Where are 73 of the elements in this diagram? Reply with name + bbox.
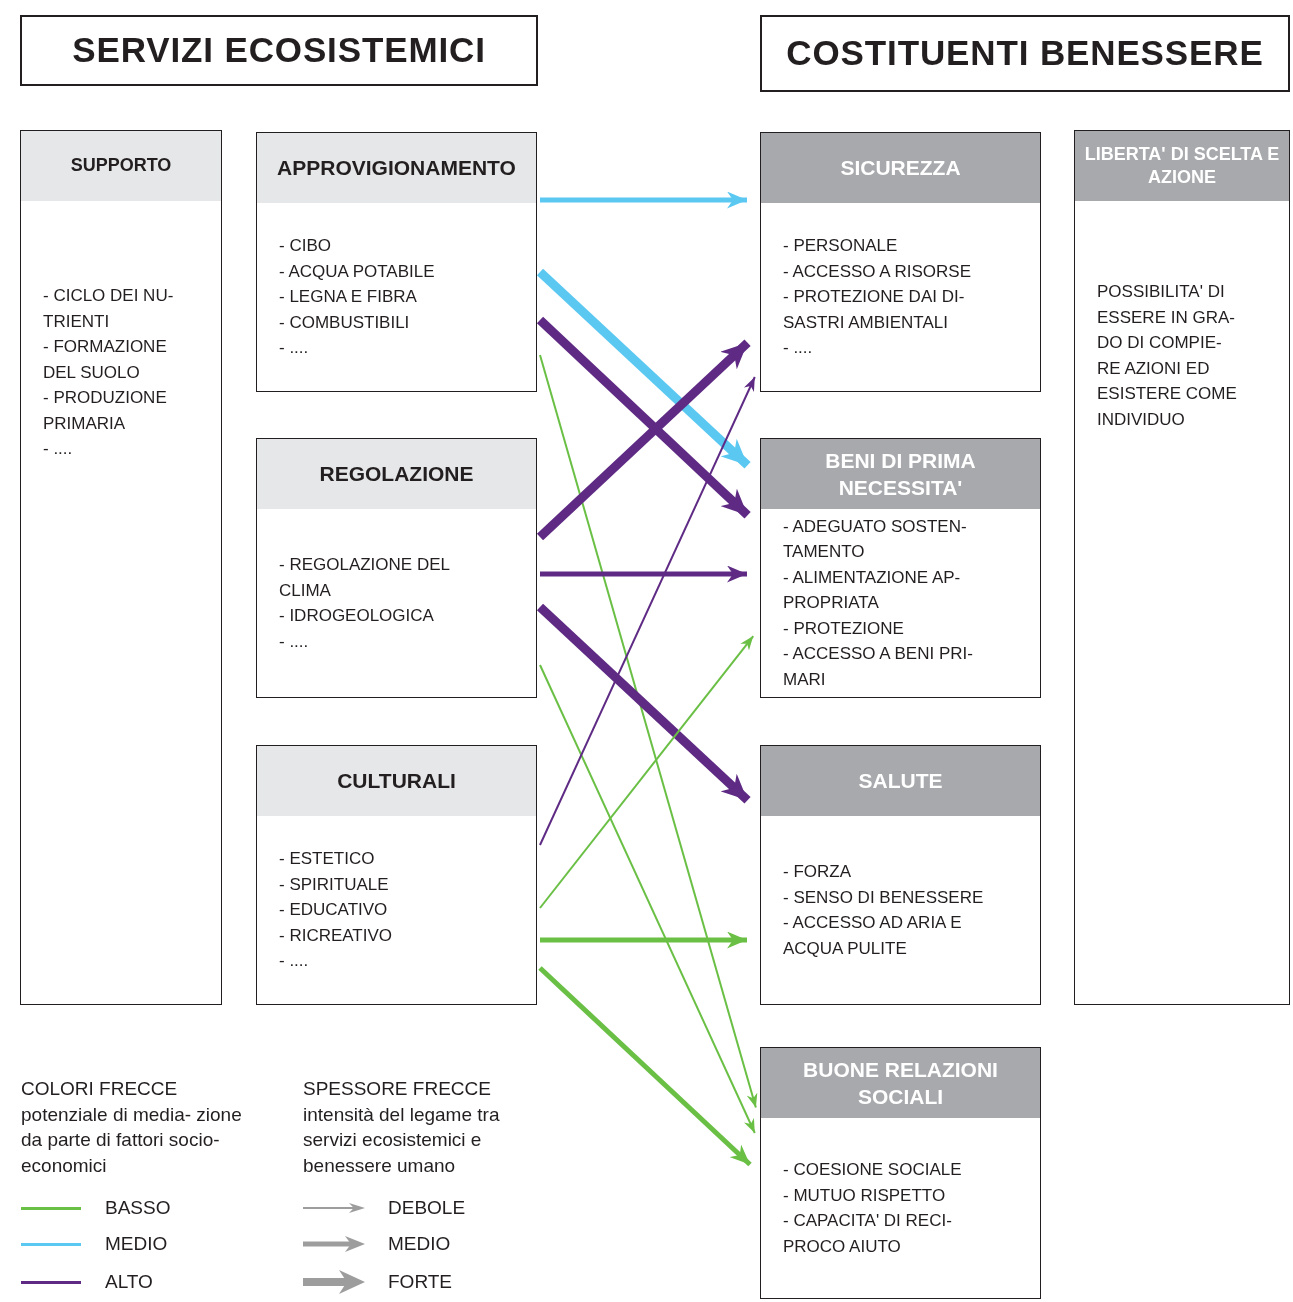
list-item: - ....: [279, 950, 310, 973]
list-item: - ....: [279, 630, 310, 653]
service-panel: [256, 745, 537, 1005]
list-item: - CAPACITA' DI RECI- PROCO AIUTO: [783, 1210, 953, 1258]
list-item: - ACCESSO A BENI PRI- MARI: [783, 643, 974, 691]
service-panel: [20, 130, 222, 1005]
legend-description: intensità del legame tra servizi ecosistemici e benessere umano: [303, 1102, 501, 1178]
list-item: - FORZA: [783, 861, 852, 883]
service-panel: [256, 132, 537, 392]
arrow: [540, 931, 747, 949]
panel-header: APPROVIGIONAMENTO: [257, 133, 536, 203]
list-item: - SPIRITUALE: [279, 873, 390, 896]
arrow: [540, 191, 747, 209]
list-item: - PROTEZIONE: [783, 617, 905, 640]
list-item: - PROTEZIONE DAI DI- SASTRI AMBIENTALI: [783, 286, 966, 334]
list-item: - ADEGUATO SOSTEN- TAMENTO: [783, 515, 968, 564]
panel-header: SUPPORTO: [21, 131, 221, 201]
panel-header: CULTURALI: [257, 746, 536, 816]
panel-header: REGOLAZIONE: [257, 439, 536, 509]
arrow: [536, 339, 751, 541]
section-title: COSTITUENTI BENESSERE: [760, 15, 1290, 92]
arrow: [539, 376, 756, 846]
list-item: - ALIMENTAZIONE AP- PROPRIATA: [783, 566, 962, 615]
legend-label: ALTO: [105, 1270, 153, 1294]
list-item: - FORMAZIONE DEL SUOLO: [43, 336, 168, 384]
arrow: [540, 565, 747, 583]
legend-label: DEBOLE: [388, 1196, 466, 1220]
legend-description: potenziale di media- zione da parte di fattori socio-economici: [21, 1102, 243, 1178]
list-item: - ....: [43, 438, 74, 460]
list-item: - ACQUA POTABILE: [279, 260, 436, 283]
panel-header: SICUREZZA: [761, 133, 1040, 203]
list-item: - ....: [783, 337, 814, 360]
list-item: - SENSO DI BENESSERE: [783, 886, 985, 909]
list-item: - REGOLAZIONE DEL CLIMA: [279, 554, 451, 602]
list-item: - ACCESSO AD ARIA E ACQUA PULITE: [783, 912, 963, 960]
panel-header: BUONE RELAZIONI SOCIALI: [761, 1048, 1040, 1118]
arrow: [538, 966, 752, 1167]
list-item: - ACCESSO A RISORSE: [783, 260, 972, 283]
list-item: - CIBO: [279, 235, 332, 258]
list-item: - LEGNA E FIBRA: [279, 286, 418, 309]
list-item: - EDUCATIVO: [279, 899, 389, 922]
list-item: - IDROGEOLOGICA: [279, 605, 435, 627]
wellbeing-panel: [760, 745, 1041, 1005]
legend-label: FORTE: [388, 1270, 453, 1294]
list-item: - CICLO DEI NU- TRIENTI: [43, 285, 175, 333]
list-item: - PERSONALE: [783, 235, 899, 258]
legend-heading: SPESSORE FRECCE: [303, 1077, 492, 1101]
arrow: [539, 635, 755, 909]
section-title: SERVIZI ECOSISTEMICI: [20, 15, 538, 86]
wellbeing-panel: [760, 132, 1041, 392]
service-panel: [256, 438, 537, 698]
arrow: [536, 268, 751, 469]
list-item: - RICREATIVO: [279, 924, 394, 947]
wellbeing-panel: [760, 438, 1041, 698]
wellbeing-panel: [760, 1047, 1041, 1299]
list-item: POSSIBILITA' DI ESSERE IN GRA- DO DI COMPIE- RE AZIONI ED ESISTERE COME INDIVIDUO: [1097, 281, 1238, 431]
legend-label: BASSO: [105, 1196, 171, 1220]
wellbeing-panel: [1074, 130, 1290, 1005]
legend-label: MEDIO: [105, 1232, 168, 1256]
list-item: - COMBUSTIBILI: [279, 311, 411, 334]
list-item: - ESTETICO: [279, 848, 376, 871]
list-item: - ....: [279, 337, 310, 360]
list-item: - PRODUZIONE PRIMARIA: [43, 387, 168, 435]
arrow: [536, 603, 751, 804]
panel-header: BENI DI PRIMA NECESSITA': [761, 439, 1040, 509]
legend-heading: COLORI FRECCE: [21, 1077, 179, 1101]
panel-header: LIBERTA' DI SCELTA E AZIONE: [1075, 131, 1289, 201]
panel-header: SALUTE: [761, 746, 1040, 816]
list-item: - COESIONE SOCIALE: [783, 1159, 963, 1181]
list-item: - MUTUO RISPETTO: [783, 1184, 947, 1207]
arrow: [539, 664, 756, 1134]
arrow: [539, 354, 758, 1109]
legend-label: MEDIO: [388, 1232, 451, 1256]
